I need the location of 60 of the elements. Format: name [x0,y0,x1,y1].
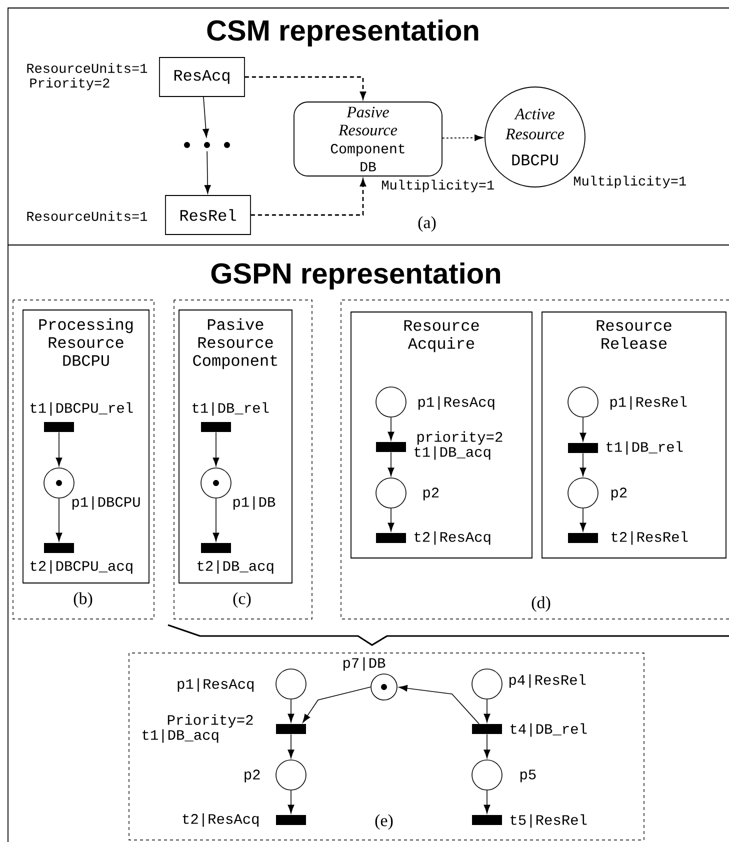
node-label: t1|DB_acq [142,729,218,743]
node-label: t1|DB_rel [192,402,269,416]
arrow [302,686,371,723]
node-label: p7|DB [344,657,386,671]
arrow [212,432,220,466]
node-label: t4|DB_rel [510,723,587,737]
arrow [484,699,490,722]
arrow [212,498,220,542]
arrow [288,790,294,814]
arrow [56,498,62,542]
node-label: Priority=2 [168,714,253,728]
arrow [484,790,490,814]
node-label: p1|ResAcq [178,678,254,692]
step-box: ResRel [165,195,251,235]
section-heading: CSM representation [207,19,478,47]
node-label: t2|DBCPU_acq [30,560,132,574]
node-label: p1|DB [233,496,276,510]
ellipsis-dots [184,142,230,148]
node-label: ResourceUnits=1 [27,63,148,73]
node-label: t5|ResRel [510,814,587,828]
arrow [288,734,294,758]
arrow [580,508,586,532]
panel-caption: (a) [418,216,436,232]
node-label: t1|DBCPU_rel [30,402,133,416]
arrow [484,734,490,758]
node-label: t2|ResAcq [414,531,490,545]
node-label: p2 [611,488,627,500]
node-label: p4|ResRel [509,674,586,688]
arrow [204,150,211,194]
component-box: Pasive Resource Component DB [294,102,442,176]
arrow [442,134,484,141]
node-label: t1|DB_acq [414,446,490,460]
node-label: p1|ResAcq [418,396,494,410]
arrow [388,417,394,440]
arrow [388,452,394,476]
step-box: ResAcq [159,57,245,97]
arrow [56,432,62,466]
node-label: p5 [520,770,536,782]
node-label: Priority=2 [30,78,110,90]
node-label: t2|ResAcq [182,813,259,827]
node-label: t1|DB_rel [606,441,683,455]
node-label: p2 [423,488,439,500]
node-label: ResourceUnits=1 [27,211,148,221]
arrow [388,508,394,532]
node-label: Multiplicity=1 [382,180,494,192]
node-label: p2 [244,770,260,782]
node-label: priority=2 [417,431,502,445]
arrow [244,76,366,100]
arrow [398,685,480,724]
node-label: t2|ResRel [612,531,688,545]
arrow [202,96,210,138]
arrow [580,452,586,476]
node-label: Multiplicity=1 [574,176,686,188]
arrow [250,178,366,216]
node-label: p1|ResRel [610,396,687,410]
section-heading: GSPN representation [211,262,500,290]
arrow [580,417,586,442]
node-label: t2|DB_acq [198,560,274,574]
node-label: p1|DBCPU [72,496,140,510]
arrow [288,699,294,722]
